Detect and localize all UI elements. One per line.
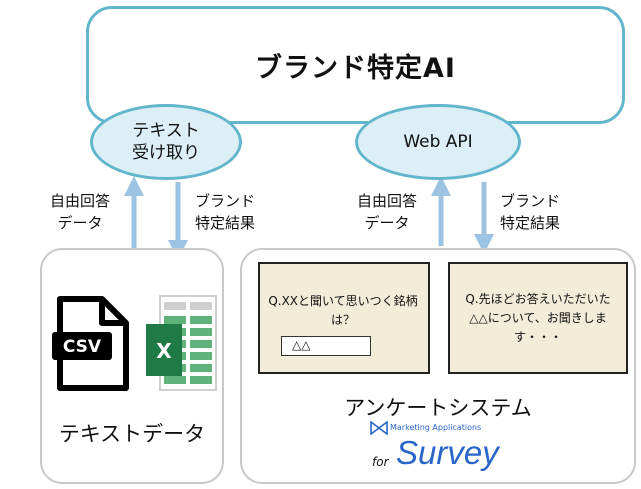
left-up-label: 自由回答 データ (49, 192, 110, 232)
web-api-ellipse: Web API (355, 104, 521, 180)
excel-icon-label: X (156, 339, 172, 363)
right-down-label: ブランド 特定結果 (499, 192, 560, 232)
left-down-label: ブランド 特定結果 (194, 192, 255, 232)
survey-screen-followup (448, 262, 628, 374)
text-receive-label: テキスト 受け取り (132, 121, 200, 163)
csv-icon-label: CSV (63, 337, 102, 357)
logo-for-text: for (372, 455, 389, 469)
text-receive-ellipse: テキスト 受け取り (90, 104, 242, 180)
excel-sheet-icon: X (146, 295, 217, 391)
logo-small-text: Marketing Applications (390, 423, 482, 432)
survey-answer-value: △△ (292, 338, 311, 352)
brand-ai-title: ブランド特定AI (255, 53, 456, 84)
survey-system-caption: アンケートシステム (344, 396, 532, 420)
survey-question-text: Q.XXと聞いて思いつく銘柄は？ (268, 294, 418, 327)
logo-survey-text: Survey (396, 434, 499, 471)
survey-answer-field: △△ (281, 336, 371, 356)
marketing-applications-logo-icon (370, 421, 388, 435)
survey-followup-text: Q.先ほどお答えいただいた△△について、お聞きします・・・ (465, 292, 611, 344)
right-up-label: 自由回答 データ (356, 192, 417, 232)
web-api-label: Web API (403, 132, 473, 152)
text-data-caption: テキストデータ (58, 422, 206, 446)
csv-file-icon: CSV (52, 296, 129, 391)
